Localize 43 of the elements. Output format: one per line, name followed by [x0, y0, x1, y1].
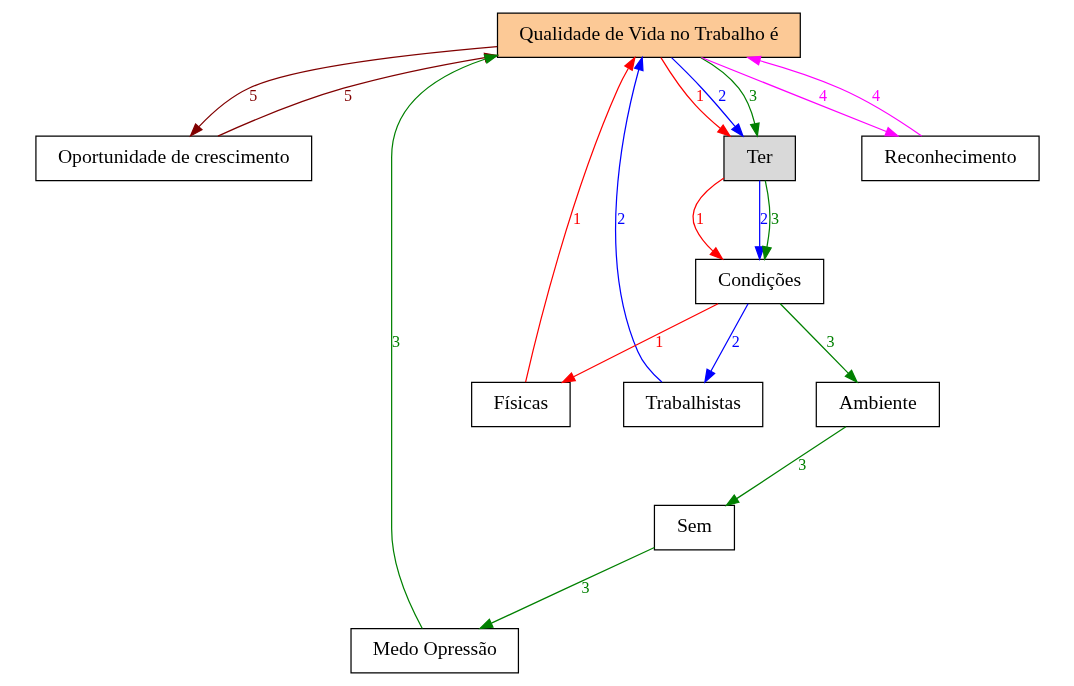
node-box: Ter — [722, 135, 796, 182]
arrow — [659, 56, 731, 138]
edge-label: 3 — [581, 579, 589, 597]
arrow — [692, 177, 725, 261]
edge-label: 1 — [695, 87, 704, 105]
edge-label: 1 — [695, 210, 704, 228]
node-box: Ambiente — [815, 381, 940, 428]
node-box: Físicas — [470, 381, 571, 428]
arrow — [477, 546, 655, 630]
edge-label: 2 — [759, 210, 768, 228]
node-box: Trabalhistas — [622, 381, 763, 428]
arrow — [524, 55, 636, 383]
edge-label: 1 — [654, 333, 663, 351]
edge-label: 4 — [818, 87, 827, 105]
node-box: Sem — [653, 504, 735, 551]
edge-label: 5 — [248, 87, 257, 105]
edge-label: 1 — [572, 210, 581, 228]
edge-label: 2 — [717, 87, 726, 105]
edge-label: 2 — [731, 333, 740, 351]
node-box: Oportunidade de crescimento — [34, 135, 312, 182]
node-box: Medo Opressão — [349, 627, 519, 674]
arrow — [724, 426, 846, 507]
edge-label: 4 — [871, 87, 880, 105]
arrow — [754, 180, 765, 261]
arrow — [699, 56, 760, 138]
node-box: Reconhecimento — [860, 135, 1040, 182]
arrow — [703, 303, 749, 384]
arrow — [761, 180, 772, 262]
arrow — [779, 303, 858, 384]
edge-label: 3 — [391, 333, 400, 351]
edge-label: 3 — [797, 456, 806, 474]
arrow — [700, 56, 900, 137]
arrow — [670, 57, 744, 138]
edge-label: 3 — [770, 210, 779, 228]
node-box: Condições — [694, 258, 824, 305]
arrow — [745, 55, 922, 137]
edge-label: 3 — [748, 87, 757, 105]
edge-label: 2 — [616, 210, 625, 228]
edge-label: 3 — [825, 333, 834, 351]
edge-label: 5 — [343, 87, 352, 105]
arrow — [614, 55, 662, 383]
arrow — [560, 303, 719, 384]
node-box: Qualidade de Vida no Trabalho é — [496, 12, 801, 59]
